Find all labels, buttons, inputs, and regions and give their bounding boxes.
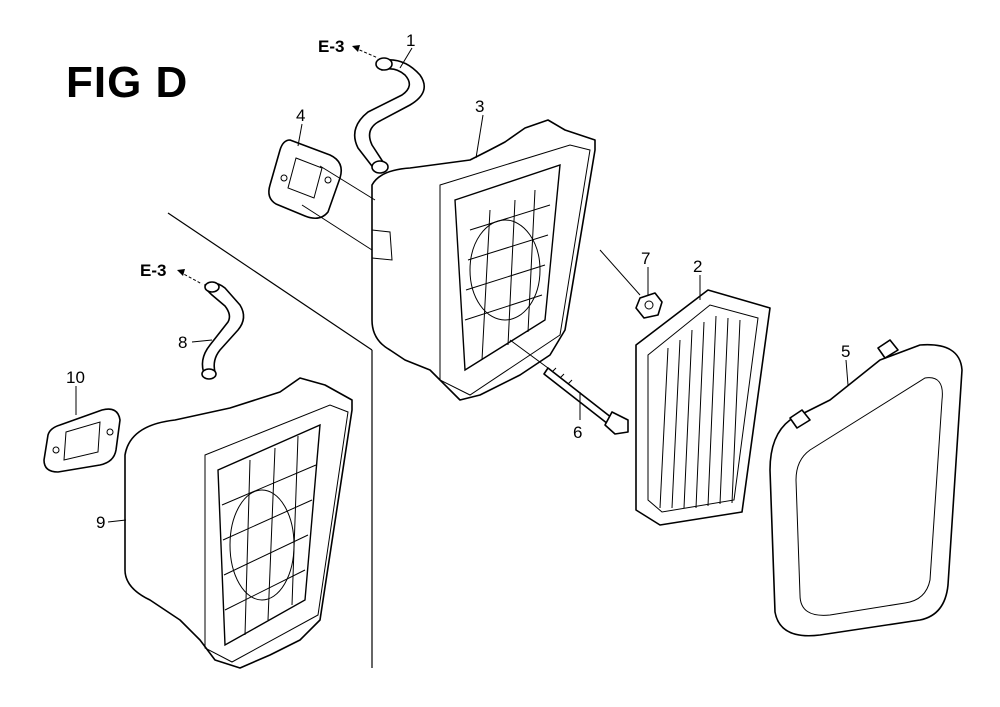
- callout-5: 5: [841, 342, 850, 361]
- part-1-breather-tube[interactable]: [353, 57, 426, 174]
- part-2-filter-element[interactable]: [635, 289, 771, 526]
- part-10-gasket[interactable]: [43, 408, 121, 473]
- reference-arrow-lower: [177, 269, 203, 285]
- part-4-gasket[interactable]: [268, 139, 343, 220]
- section-divider: [167, 212, 373, 668]
- part-8-breather-tube[interactable]: [201, 281, 245, 380]
- reference-label-upper: E-3: [318, 37, 344, 56]
- callout-2: 2: [693, 257, 702, 276]
- part-5-air-cleaner-cover[interactable]: [769, 339, 963, 637]
- part-7-nut[interactable]: [635, 292, 663, 319]
- leader-lines: [75, 47, 849, 523]
- part-9-air-cleaner-case[interactable]: [124, 377, 353, 669]
- part-6-bolt[interactable]: [543, 367, 629, 435]
- callout-3: 3: [475, 97, 484, 116]
- reference-label-lower: E-3: [140, 261, 166, 280]
- part-3-air-cleaner-case[interactable]: [371, 119, 596, 401]
- callout-1: 1: [406, 31, 415, 50]
- callout-6: 6: [573, 423, 582, 442]
- figure-title: FIG D: [66, 58, 189, 107]
- callout-4: 4: [296, 106, 305, 125]
- reference-arrow-upper: [352, 45, 379, 59]
- callout-7: 7: [641, 249, 650, 268]
- callout-8: 8: [178, 333, 187, 352]
- callout-9: 9: [96, 513, 105, 532]
- callout-10: 10: [66, 368, 85, 387]
